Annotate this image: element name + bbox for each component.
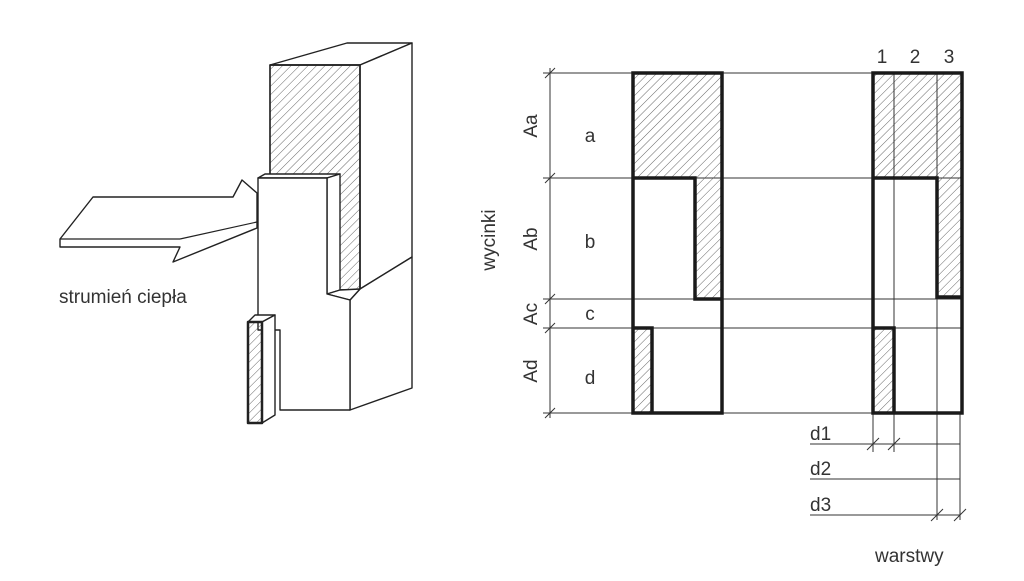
section-label-d: d [585,368,596,389]
layer-number-1: 1 [877,47,888,68]
area-label-ad: Ad [521,359,542,382]
layer-number-2: 2 [910,47,921,68]
upper-block-side-face [359,42,413,290]
layer-number-3: 3 [944,47,955,68]
heat-flow-arrow [59,179,258,263]
heat-flow-label: strumień ciepła [59,287,187,308]
wall-3d-view [59,42,413,425]
area-label-ab: Ab [521,227,542,250]
middle-block-side-face [326,173,341,295]
section-label-a: a [585,126,596,147]
thickness-dimension-lines [810,437,967,522]
thickness-label-d3: d3 [810,495,831,516]
thickness-label-d1: d1 [810,424,831,445]
section-label-c: c [585,304,595,325]
wall-section-layered [871,71,964,520]
thickness-label-d2: d2 [810,459,831,480]
sections-axis-label: wycinki [479,209,500,271]
plate-hatched-face [247,321,263,424]
layers-label: warstwy [874,546,944,567]
wall-section-actual [631,71,724,415]
section-diagram: wycinki Aa Ab Ac Ad a b c d 1 2 3 d1 d2 … [479,47,967,567]
section-label-b: b [585,232,596,253]
plate-side-face [261,314,276,424]
area-label-ac: Ac [521,303,542,325]
area-label-aa: Aa [521,114,542,138]
dimension-ticks [544,67,556,419]
